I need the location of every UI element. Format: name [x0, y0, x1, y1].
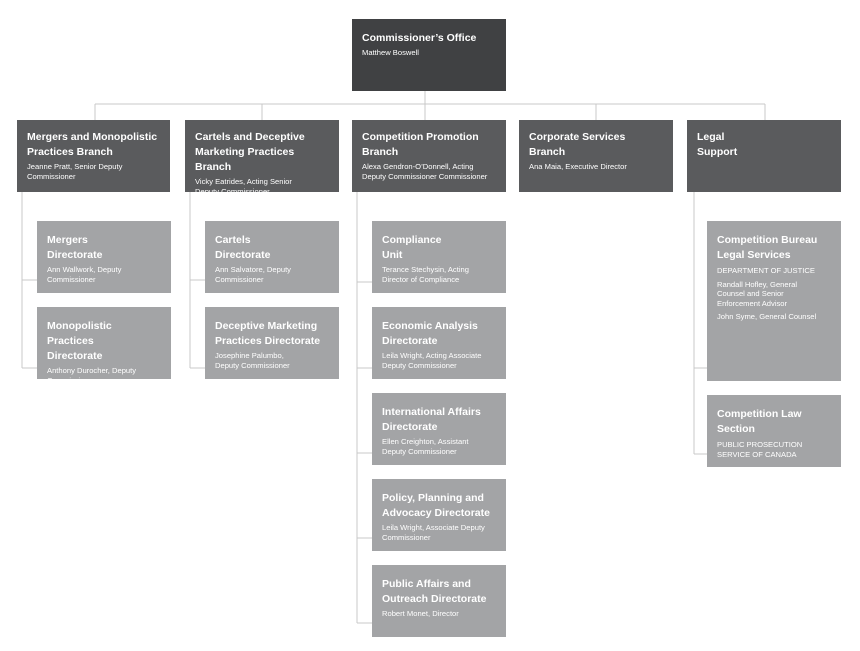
unit-title: Cartels Directorate: [215, 234, 271, 261]
international-affairs-box: International Affairs Directorate Ellen …: [372, 393, 506, 465]
cartels-directorate-box: Cartels Directorate Ann Salvatore, Deput…: [205, 221, 339, 293]
unit-org: DEPARTMENT OF JUSTICE: [717, 266, 815, 275]
branch-head: Ana Maia, Executive Director: [529, 162, 627, 171]
unit-head: Leila Wright, Associate Deputy Commissio…: [382, 523, 485, 542]
unit-head: Terance Stechysin, Acting Director of Co…: [382, 265, 469, 284]
policy-planning-box: Policy, Planning and Advocacy Directorat…: [372, 479, 506, 551]
unit-head: Josephine Palumbo, Deputy Commissioner: [215, 351, 290, 370]
branch-head: Jeanne Pratt, Senior Deputy Commissioner: [27, 162, 123, 181]
unit-head: Ellen Creighton, Assistant Deputy Commis…: [382, 437, 469, 456]
compliance-unit-box: Compliance Unit Terance Stechysin, Actin…: [372, 221, 506, 293]
deceptive-marketing-directorate-box: Deceptive Marketing Practices Directorat…: [205, 307, 339, 379]
promotion-branch-box: Competition Promotion Branch Alexa Gendr…: [352, 120, 506, 192]
branch-head: Alexa Gendron-O’Donnell, Acting Deputy C…: [362, 162, 488, 181]
corporate-branch-box: Corporate Services Branch Ana Maia, Exec…: [519, 120, 673, 192]
commissioner-name: Matthew Boswell: [362, 48, 419, 57]
branch-title: Corporate Services Branch: [529, 131, 626, 158]
branch-title: Cartels and Deceptive Marketing Practice…: [195, 131, 305, 173]
unit-head: Anthony Durocher, Deputy Commissioner: [47, 366, 137, 385]
bureau-legal-services-box: Competition Bureau Legal Services DEPART…: [707, 221, 841, 381]
unit-title: Competition Law Section: [717, 408, 802, 435]
unit-org: PUBLIC PROSECUTION SERVICE OF CANADA: [717, 440, 803, 459]
unit-title: Compliance Unit: [382, 234, 442, 261]
unit-head: Robert Monet, Director: [382, 609, 459, 618]
branch-title: Competition Promotion Branch: [362, 131, 479, 158]
unit-head: John Syme, General Counsel: [717, 312, 817, 321]
legal-support-box: Legal Support: [687, 120, 841, 192]
unit-title: Policy, Planning and Advocacy Directorat…: [382, 492, 490, 519]
commissioners-office-title: Commissioner’s Office: [362, 32, 477, 44]
public-affairs-box: Public Affairs and Outreach Directorate …: [372, 565, 506, 637]
monopolistic-directorate-box: Monopolistic Practices Directorate Antho…: [37, 307, 171, 385]
branch-title: Legal Support: [697, 131, 738, 158]
competition-law-section-box: Competition Law Section PUBLIC PROSECUTI…: [707, 395, 841, 467]
mergers-directorate-box: Mergers Directorate Ann Wallwork, Deputy…: [37, 221, 171, 293]
commissioners-office-box: Commissioner’s Office Matthew Boswell: [352, 19, 506, 91]
unit-head: Randall Hofley, General Counsel and Seni…: [717, 279, 798, 308]
branch-title: Mergers and Monopolistic Practices Branc…: [27, 131, 158, 158]
unit-title: Public Affairs and Outreach Directorate: [382, 578, 487, 605]
unit-head: Leila Wright, Acting Associate Deputy Co…: [382, 351, 482, 370]
unit-title: Monopolistic Practices Directorate: [47, 320, 112, 362]
branch-head: Vicky Eatrides, Acting Senior Deputy Com…: [195, 177, 292, 196]
cartels-branch-box: Cartels and Deceptive Marketing Practice…: [185, 120, 339, 196]
unit-title: Deceptive Marketing Practices Directorat…: [215, 320, 321, 347]
unit-head: Ann Salvatore, Deputy Commissioner: [215, 265, 291, 284]
mergers-branch-box: Mergers and Monopolistic Practices Branc…: [17, 120, 170, 192]
unit-title: Mergers Directorate: [47, 234, 103, 261]
unit-title: International Affairs Directorate: [382, 406, 481, 433]
unit-title: Competition Bureau Legal Services: [717, 234, 818, 261]
economic-analysis-box: Economic Analysis Directorate Leila Wrig…: [372, 307, 506, 379]
unit-head: Ann Wallwork, Deputy Commissioner: [47, 265, 122, 284]
unit-title: Economic Analysis Directorate: [382, 320, 478, 347]
